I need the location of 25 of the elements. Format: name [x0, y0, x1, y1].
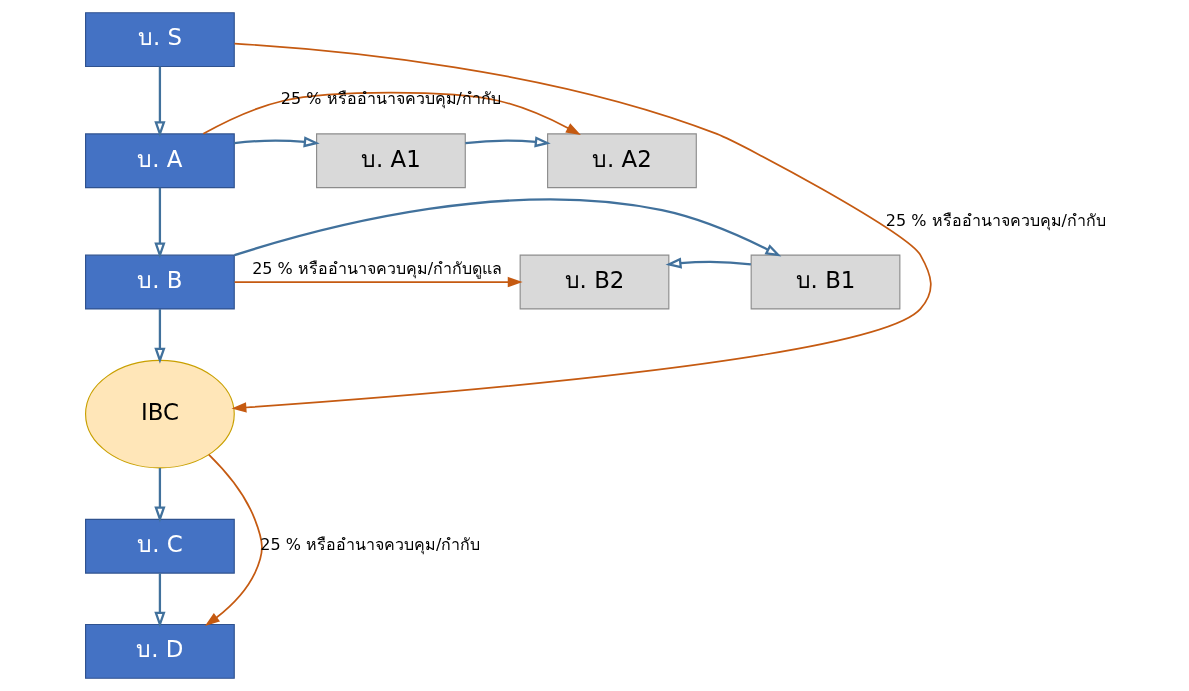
arrow	[465, 136, 551, 148]
arrow	[665, 257, 752, 269]
arrow	[154, 309, 166, 364]
node-box: บ. A	[85, 133, 235, 189]
arrow	[234, 136, 320, 148]
arrow	[234, 198, 782, 257]
node-box: บ. B	[85, 254, 235, 310]
arrow	[202, 91, 581, 135]
arrow	[204, 453, 263, 627]
node-box: บ. B1	[750, 254, 901, 310]
edge-label: 25 % หรืออำนาจควบคุม/กำกับดูแล	[252, 259, 503, 279]
arrow	[233, 276, 523, 288]
arrow	[231, 42, 932, 413]
arrow	[154, 66, 166, 138]
node-box: บ. S	[85, 12, 235, 67]
node-box: บ. D	[85, 623, 235, 679]
arrow	[154, 573, 166, 628]
node-box: บ. A1	[316, 133, 466, 189]
node-ellipse: IBC	[85, 359, 235, 469]
node-box: บ. C	[85, 518, 235, 574]
node-box: บ. A2	[547, 133, 697, 189]
arrow	[154, 468, 166, 523]
node-box: บ. B2	[519, 254, 670, 310]
arrow	[154, 187, 166, 259]
edge-label: 25 % หรืออำนาจควบคุม/กำกับ	[885, 210, 1106, 230]
